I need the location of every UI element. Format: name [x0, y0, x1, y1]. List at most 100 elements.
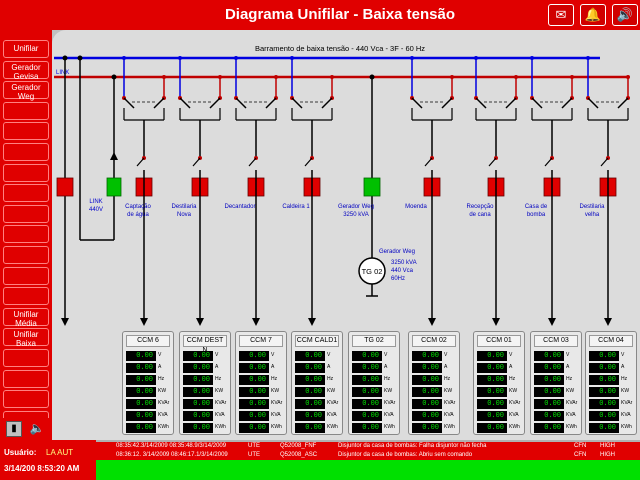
switch-blade: [123, 97, 135, 109]
speaker-icon[interactable]: 🔊: [612, 4, 638, 26]
panel-unit: KW: [444, 388, 453, 394]
alarm-user: CFN: [574, 452, 587, 458]
panel-value: 0.00: [183, 423, 213, 433]
panel-value: 0.00: [295, 399, 325, 409]
sidebar-button[interactable]: [3, 369, 49, 388]
panel-value: 0.00: [352, 423, 382, 433]
panel-value: 0.00: [239, 411, 269, 421]
sidebar-button-label: Weg: [17, 92, 35, 102]
switch-blade: [505, 97, 517, 109]
junction-dot: [290, 56, 294, 60]
switch-blade: [411, 97, 423, 109]
junction-dot: [586, 56, 590, 60]
panel-unit: Hz: [327, 376, 334, 382]
link-label: LINK: [56, 70, 69, 76]
sidebar-button[interactable]: [3, 390, 49, 409]
sidebar-button[interactable]: [3, 122, 49, 141]
junction-dot: [162, 75, 166, 79]
sidebar-button[interactable]: [3, 204, 49, 223]
panel-unit: Hz: [444, 376, 451, 382]
envelope-icon[interactable]: ✉: [548, 4, 574, 26]
switch-blade: [544, 157, 553, 167]
meter-panel[interactable]: CCM DEST N0.00V0.00A0.00Hz0.00KW0.00KVAr…: [179, 331, 231, 435]
junction-dot: [626, 75, 630, 79]
sidebar-button[interactable]: [3, 143, 49, 161]
panel-value: 0.00: [352, 375, 382, 385]
alarm-area: UTE: [248, 452, 260, 458]
panel-value: 0.00: [412, 423, 442, 433]
panel-value: 0.00: [295, 351, 325, 361]
feeder-label: Captação: [125, 204, 151, 210]
sidebar-button[interactable]: [3, 225, 49, 244]
panel-value: 0.00: [183, 411, 213, 421]
panel-value: 0.00: [534, 351, 564, 361]
panel-title: CCM 01: [477, 335, 521, 347]
switch-blade: [192, 157, 201, 167]
panel-title: CCM 03: [534, 335, 578, 347]
panel-unit: KWh: [621, 424, 632, 430]
switch-blade: [248, 157, 257, 167]
panel-value: 0.00: [295, 387, 325, 397]
sidebar-button[interactable]: [3, 101, 49, 120]
sidebar-button[interactable]: Unifilar: [3, 40, 49, 58]
panel-unit: KW: [566, 388, 575, 394]
sidebar-button[interactable]: [3, 184, 49, 203]
sidebar-button[interactable]: [3, 287, 49, 306]
sidebar-button[interactable]: [3, 163, 49, 182]
panel-value: 0.00: [477, 399, 507, 409]
sidebar-button-label: Unifilar: [13, 309, 39, 319]
sidebar-button[interactable]: [3, 266, 49, 285]
panel-unit: KVAr: [158, 400, 170, 406]
sidebar-footer: ▮ 🔈: [0, 418, 52, 440]
exit-icon[interactable]: ▮: [6, 421, 22, 437]
switch-blade: [561, 97, 573, 109]
user-label: Usuário:: [4, 448, 37, 457]
panel-value: 0.00: [352, 411, 382, 421]
junction-dot: [530, 56, 534, 60]
panel-value: 0.00: [126, 363, 156, 373]
busbar-label: Barramento de baixa tensão - 440 Vca - 3…: [255, 44, 425, 53]
feeder-link-label: LINK: [89, 199, 102, 205]
panel-unit: A: [384, 364, 388, 370]
arrow-down-icon: [604, 318, 612, 326]
speaker-icon[interactable]: 🔈: [29, 421, 45, 435]
switch-blade: [153, 97, 165, 109]
diagram-canvas: Barramento de baixa tensão - 440 Vca - 3…: [54, 44, 630, 326]
bell-icon[interactable]: 🔔: [580, 4, 606, 26]
breaker-closed: [106, 177, 122, 197]
sidebar-button[interactable]: [3, 349, 49, 367]
alarm-row[interactable]: 08:36:12. 3/14/2009 08:46:17.1/3/14/2009…: [96, 451, 640, 460]
feeder-label: Decantador: [224, 204, 255, 210]
arrow-up-icon: [110, 152, 118, 160]
panel-unit: A: [621, 364, 625, 370]
sidebar-button[interactable]: [3, 246, 49, 264]
